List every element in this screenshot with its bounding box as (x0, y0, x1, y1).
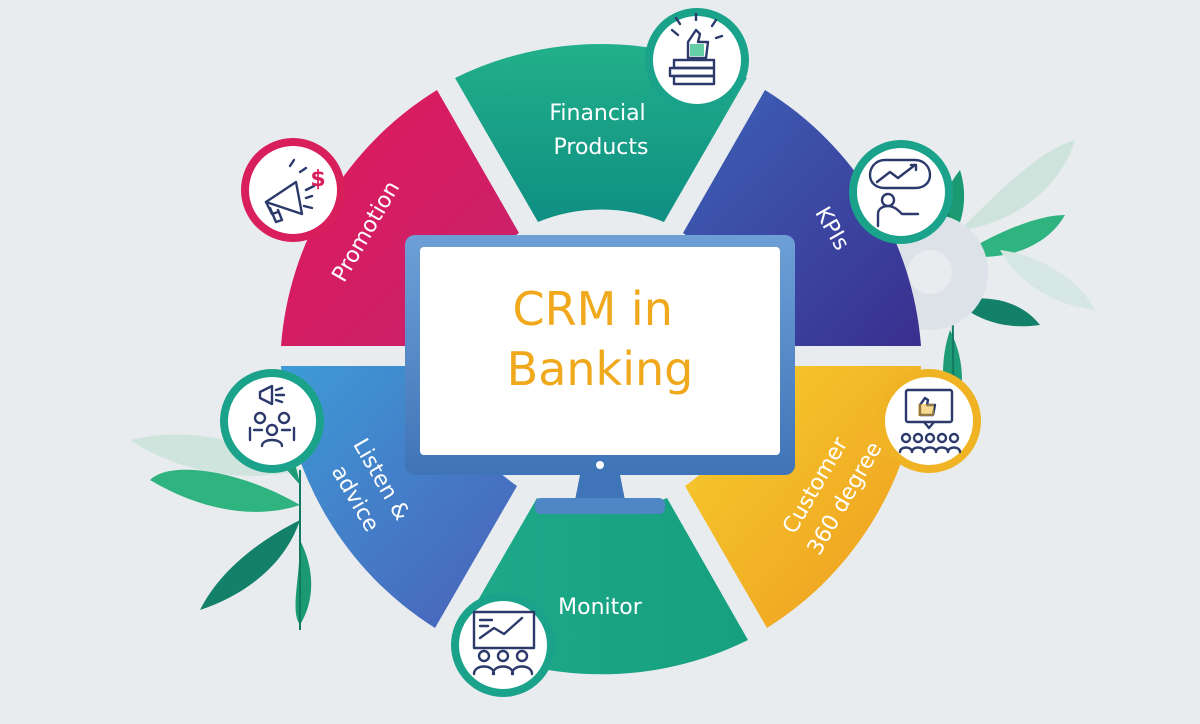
label-monitor: Monitor (558, 595, 643, 620)
hand-thumbs-up-money-icon (645, 8, 749, 112)
center-monitor (405, 235, 795, 514)
presenter-chart-icon (849, 140, 953, 244)
label-financial-products: Financial Products (549, 101, 652, 160)
center-title: CRM in Banking (507, 282, 694, 396)
audience-thumbs-up-icon (877, 369, 981, 473)
meeting-megaphone-icon (220, 369, 324, 473)
megaphone-dollar-icon: $ (241, 138, 345, 242)
svg-text:$: $ (310, 167, 325, 192)
team-growth-chart-icon (451, 593, 555, 697)
